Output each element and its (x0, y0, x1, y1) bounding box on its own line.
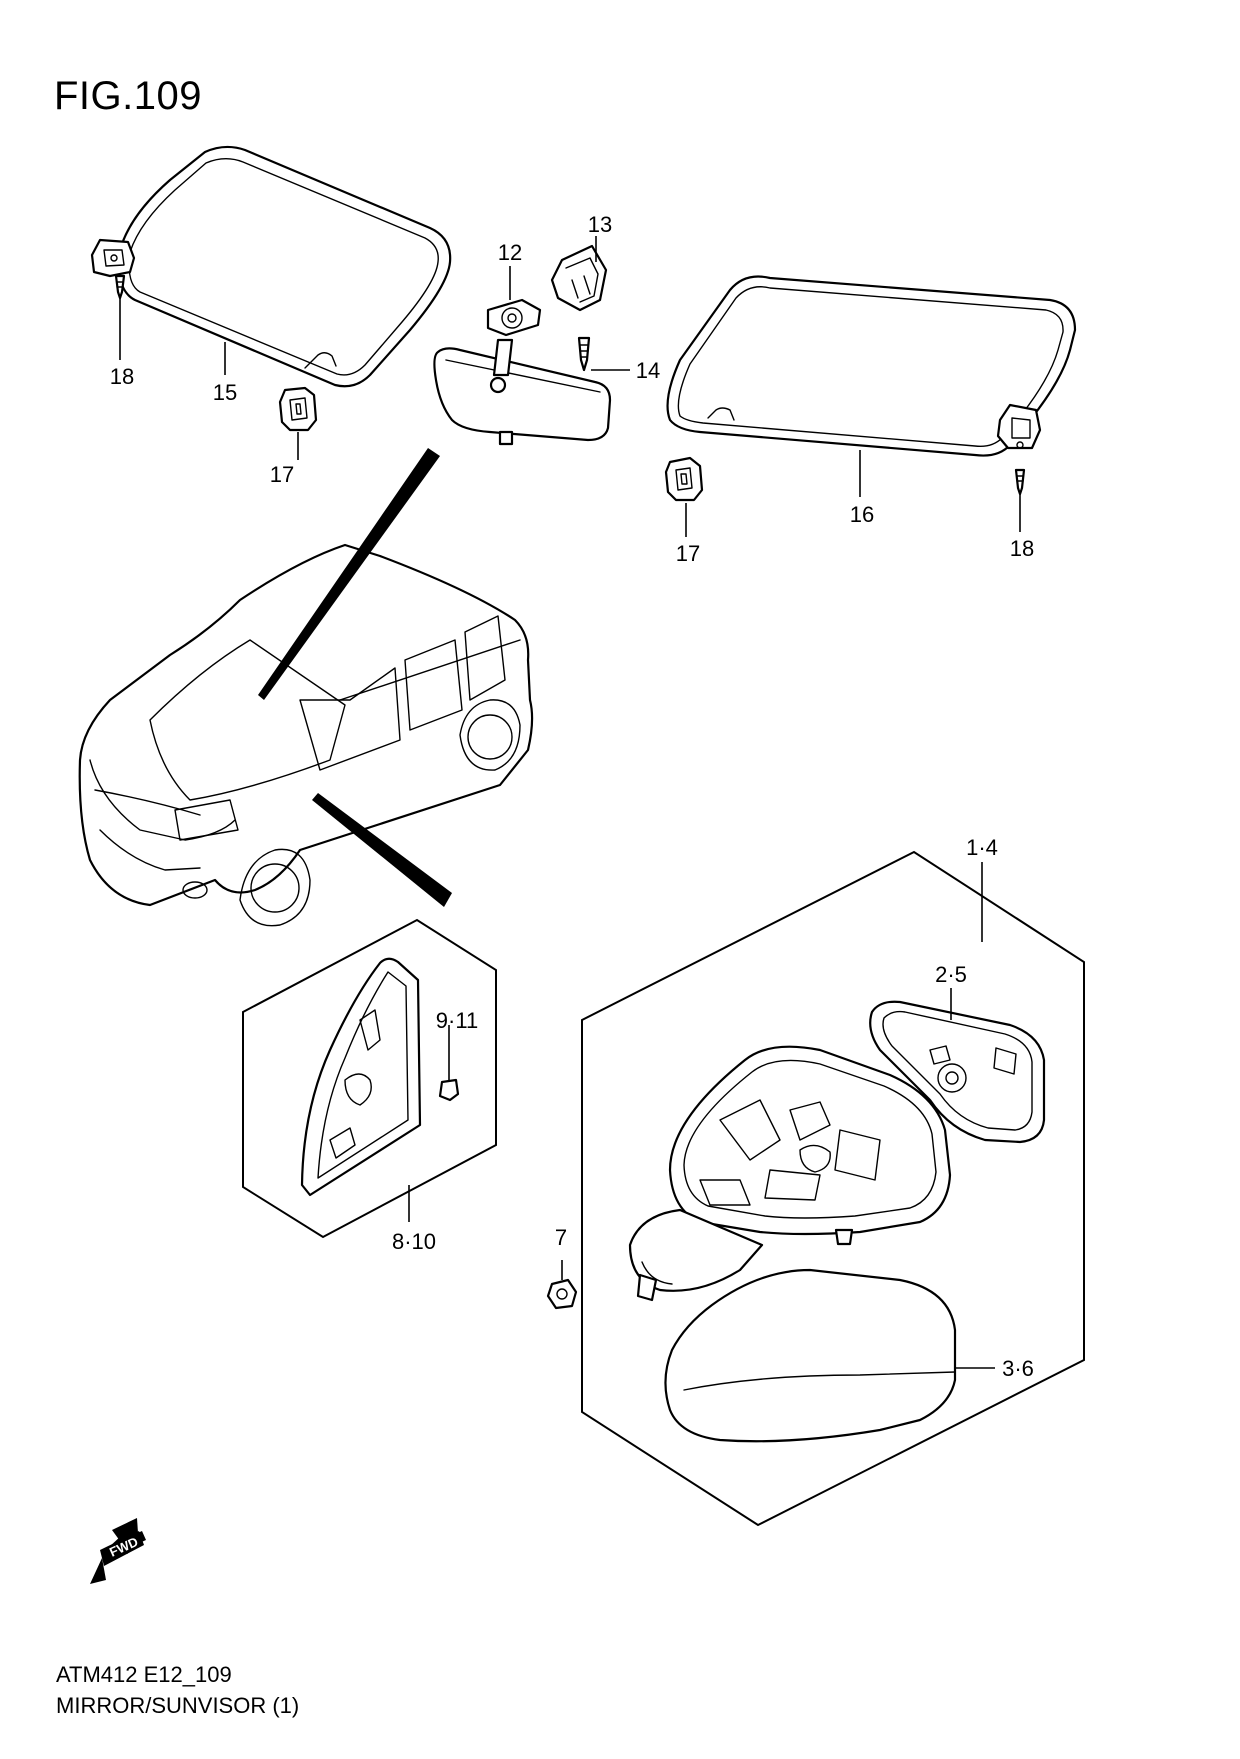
callout-7: 7 (555, 1225, 567, 1250)
left-sunvisor (117, 145, 452, 388)
left-screw (114, 274, 126, 300)
right-screw (1014, 468, 1026, 496)
callout-18-left: 18 (110, 364, 134, 389)
callout-8-10: 8·10 (392, 1229, 436, 1254)
diagram-code: ATM412 E12_109 (56, 1662, 232, 1687)
callout-2-5: 2·5 (935, 962, 967, 987)
callout-16: 16 (850, 502, 874, 527)
mirror-cap (664, 1268, 957, 1443)
mirror-glass (869, 1000, 1046, 1144)
callout-15: 15 (213, 380, 237, 405)
fwd-arrow-icon: FWD (90, 1518, 146, 1584)
mirror-base-bracket (628, 1208, 764, 1302)
figure-title: FIG.109 (54, 74, 203, 118)
leader-lines (119, 236, 1021, 1369)
left-visor-clip (278, 386, 318, 432)
inner-mirror (433, 338, 612, 446)
callout-3-6: 3·6 (1002, 1356, 1034, 1381)
diagram-name: MIRROR/SUNVISOR (1) (56, 1693, 300, 1718)
callout-13: 13 (588, 212, 612, 237)
right-visor-hinge (996, 403, 1042, 450)
callout-12: 12 (498, 240, 522, 265)
mirror-nut (546, 1260, 578, 1310)
mirror-screw (577, 336, 591, 372)
mirror-mount (486, 298, 542, 337)
vehicle-illustration (78, 448, 534, 927)
outer-mirror-box (581, 850, 1085, 1527)
callout-17-right: 17 (676, 541, 700, 566)
callout-17-left: 17 (270, 462, 294, 487)
left-visor-hinge (90, 238, 136, 278)
grommet (438, 1025, 460, 1102)
callout-9-11: 9·11 (436, 1008, 478, 1033)
right-sunvisor (666, 275, 1077, 457)
inner-cover-box (242, 918, 497, 1239)
callout-14: 14 (636, 358, 660, 383)
mirror-housing (668, 1045, 952, 1246)
callout-18-right: 18 (1010, 536, 1034, 561)
mirror-cover (550, 244, 608, 312)
inner-cover-part (300, 957, 422, 1197)
callout-1-4: 1·4 (966, 835, 998, 860)
right-visor-clip (664, 456, 704, 502)
